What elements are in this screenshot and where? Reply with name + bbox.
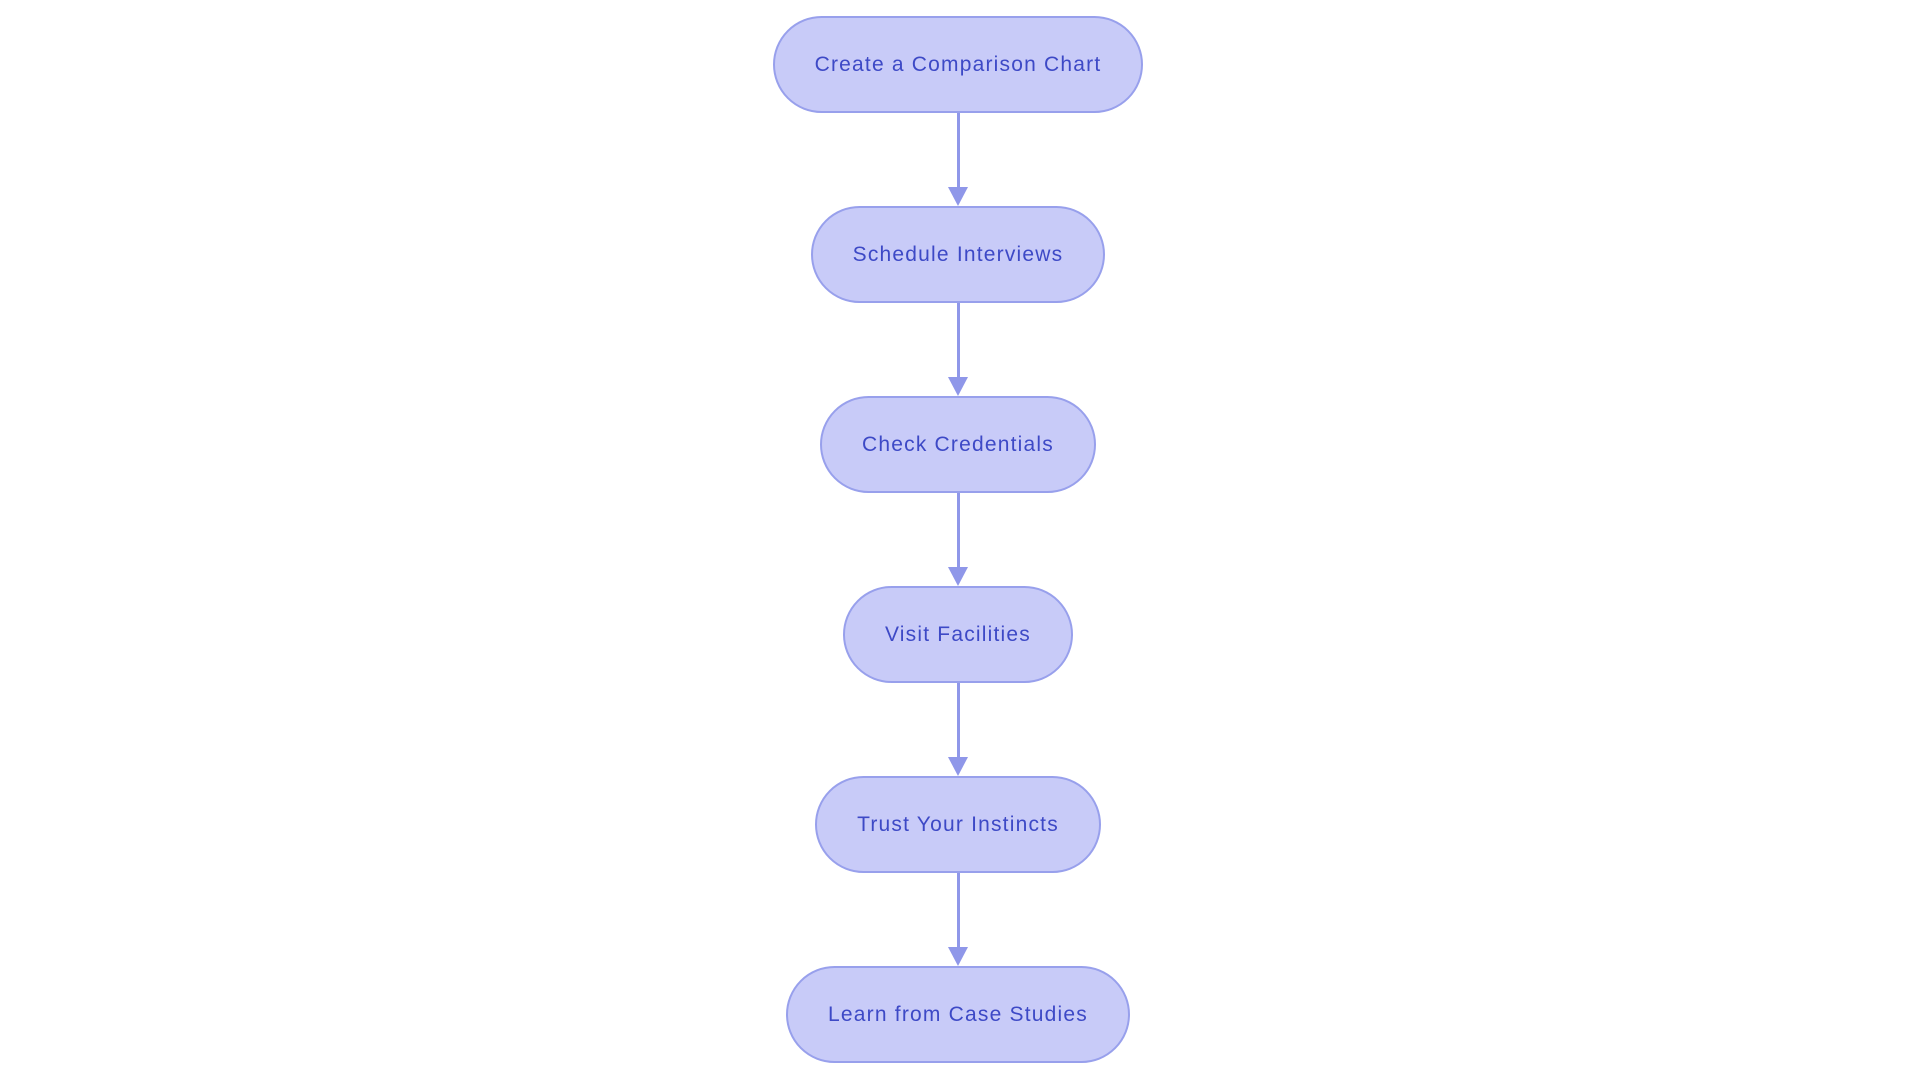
flow-node-label: Learn from Case Studies <box>828 1002 1088 1026</box>
down-arrow-icon <box>948 493 968 586</box>
arrow-head-icon <box>948 187 968 206</box>
flow-node-label: Create a Comparison Chart <box>814 52 1102 76</box>
arrow-line <box>956 873 960 948</box>
flow-node: Check Credentials <box>820 396 1096 493</box>
arrow-line <box>956 303 960 378</box>
arrow-line <box>956 493 960 568</box>
arrow-head-icon <box>948 757 968 776</box>
flow-node: Schedule Interviews <box>810 206 1106 303</box>
down-arrow-icon <box>948 873 968 966</box>
down-arrow-icon <box>948 303 968 396</box>
flow-node: Create a Comparison Chart <box>772 16 1144 113</box>
flow-node: Learn from Case Studies <box>786 966 1130 1063</box>
arrow-head-icon <box>948 947 968 966</box>
arrow-line <box>956 683 960 758</box>
process-flow: Create a Comparison Chart Schedule Inter… <box>0 16 1916 1063</box>
down-arrow-icon <box>948 113 968 206</box>
flow-node-label: Check Credentials <box>862 432 1054 456</box>
flow-node-label: Visit Facilities <box>884 622 1031 646</box>
flow-node-label: Schedule Interviews <box>852 242 1064 266</box>
flow-node-label: Trust Your Instincts <box>857 812 1059 836</box>
flow-node: Visit Facilities <box>842 586 1073 683</box>
down-arrow-icon <box>948 683 968 776</box>
arrow-head-icon <box>948 377 968 396</box>
arrow-line <box>956 113 960 188</box>
flow-node: Trust Your Instincts <box>815 776 1101 873</box>
arrow-head-icon <box>948 567 968 586</box>
